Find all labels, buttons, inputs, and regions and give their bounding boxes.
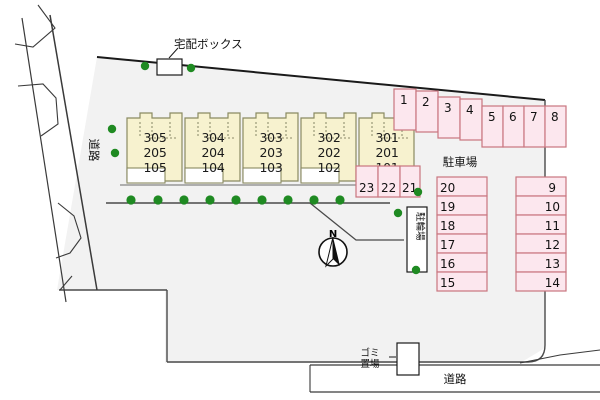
road-bottom-label: 道路 bbox=[444, 372, 467, 386]
parking-stall-label: 1 bbox=[400, 93, 408, 107]
parking-stall-label: 19 bbox=[440, 200, 455, 214]
garbage-area-label-line2: 置場 bbox=[360, 358, 380, 370]
parking-stall-label: 15 bbox=[440, 276, 455, 290]
parking-stall-label: 12 bbox=[545, 238, 560, 252]
unit-floor2-label: 205 bbox=[144, 145, 167, 160]
parking-stall-label: 5 bbox=[488, 110, 496, 124]
garbage-area-shape bbox=[396, 342, 420, 376]
parking-left-column: 20 19 18 17 16 15 bbox=[436, 176, 488, 292]
unit-floor2-label: 204 bbox=[202, 145, 225, 160]
delivery-box-label: 宅配ボックス bbox=[174, 37, 243, 51]
parking-stall-label: 11 bbox=[545, 219, 560, 233]
parking-top-row: 1 2 3 4 5 6 7 8 bbox=[393, 88, 567, 148]
parking-stall[interactable]: 7 bbox=[523, 105, 546, 148]
unit-floor1-label: 104 bbox=[202, 160, 225, 175]
compass-needle-east-half bbox=[333, 237, 340, 266]
compass-needle-west-half bbox=[325, 236, 334, 268]
parking-right-column: 9 10 11 12 13 14 bbox=[515, 176, 567, 292]
parking-stall[interactable]: 18 bbox=[436, 214, 488, 235]
road-left-label: 道路 bbox=[87, 139, 101, 162]
parking-stall[interactable]: 20 bbox=[436, 176, 488, 197]
parking-stall[interactable]: 14 bbox=[515, 271, 567, 292]
parking-mid-row: 23 22 21 bbox=[355, 165, 421, 198]
parking-stall[interactable]: 1 bbox=[393, 88, 417, 131]
parking-stall-label: 22 bbox=[381, 181, 396, 195]
parking-stall[interactable]: 2 bbox=[415, 90, 439, 133]
parking-stall-label: 18 bbox=[440, 219, 455, 233]
bicycle-parking: 駐輪場 bbox=[406, 206, 428, 273]
garbage-area-label-line1: ゴミ bbox=[360, 347, 379, 359]
parking-stall-label: 8 bbox=[551, 110, 559, 124]
parking-stall[interactable]: 23 bbox=[355, 165, 379, 198]
unit-floor1-label: 105 bbox=[144, 160, 167, 175]
parking-stall-label: 23 bbox=[359, 181, 374, 195]
parking-stall-label: 13 bbox=[545, 257, 560, 271]
building-unit-303: 303 203 103 bbox=[242, 112, 299, 184]
parking-lot-label: 駐車場 bbox=[443, 155, 478, 169]
neighbour-plot-line-1 bbox=[14, 4, 56, 48]
parking-stall-label: 10 bbox=[545, 200, 560, 214]
neighbour-plot-line-2 bbox=[17, 83, 59, 137]
parking-stall-label: 7 bbox=[530, 110, 538, 124]
unit-floor2-label: 201 bbox=[376, 145, 399, 160]
delivery-box-shape bbox=[156, 58, 183, 76]
parking-stall[interactable]: 22 bbox=[377, 165, 401, 198]
parking-stall-label: 2 bbox=[422, 95, 430, 109]
building-unit-302: 302 202 102 bbox=[300, 112, 357, 184]
parking-stall[interactable]: 17 bbox=[436, 233, 488, 254]
delivery-box-leader-line bbox=[168, 47, 179, 59]
parking-stall-label: 20 bbox=[440, 181, 455, 195]
building-unit-304: 304 204 104 bbox=[184, 112, 241, 184]
parking-stall[interactable]: 4 bbox=[459, 98, 483, 141]
planting-dots bbox=[107, 61, 423, 275]
parking-stall-label: 9 bbox=[548, 181, 556, 195]
parking-stall[interactable]: 10 bbox=[515, 195, 567, 216]
unit-floor1-label: 103 bbox=[260, 160, 283, 175]
bicycle-parking-label: 駐輪場 bbox=[414, 212, 426, 241]
road-left-west-edge bbox=[21, 17, 67, 303]
unit-floor3-label: 301 bbox=[376, 130, 399, 145]
parking-stall-label: 17 bbox=[440, 238, 455, 252]
parking-stall[interactable]: 15 bbox=[436, 271, 488, 292]
site-boundary-right bbox=[167, 100, 546, 363]
unit-floor3-label: 302 bbox=[318, 130, 341, 145]
unit-floor3-label: 304 bbox=[202, 130, 225, 145]
unit-floor3-label: 303 bbox=[260, 130, 283, 145]
unit-floor2-label: 203 bbox=[260, 145, 283, 160]
parking-stall[interactable]: 3 bbox=[437, 96, 461, 139]
parking-stall-label: 14 bbox=[545, 276, 560, 290]
parking-stall-label: 21 bbox=[402, 181, 417, 195]
unit-floor1-label: 102 bbox=[318, 160, 341, 175]
neighbour-plot-line-3 bbox=[55, 202, 82, 259]
parking-stall[interactable]: 13 bbox=[515, 252, 567, 273]
parking-stall[interactable]: 12 bbox=[515, 233, 567, 254]
parking-stall[interactable]: 11 bbox=[515, 214, 567, 235]
parking-stall-label: 16 bbox=[440, 257, 455, 271]
road-left-east-edge bbox=[49, 14, 98, 291]
parking-stall[interactable]: 9 bbox=[515, 176, 567, 197]
compass-north-label: N bbox=[329, 229, 337, 240]
building-unit-305: 305 205 105 bbox=[126, 112, 183, 184]
parking-stall[interactable]: 5 bbox=[481, 105, 504, 148]
neighbour-plot-line-4 bbox=[59, 275, 73, 291]
parking-stall[interactable]: 6 bbox=[502, 105, 525, 148]
unit-floor2-label: 202 bbox=[318, 145, 341, 160]
garbage-area: ゴミ 置場 bbox=[360, 342, 420, 376]
site-internal-edge bbox=[309, 202, 404, 241]
unit-floor3-label: 305 bbox=[144, 130, 167, 145]
parking-stall[interactable]: 8 bbox=[544, 105, 567, 148]
compass-rose: N bbox=[318, 229, 348, 268]
road-bottom-corner-line bbox=[519, 349, 600, 364]
parking-stall-label: 4 bbox=[466, 103, 474, 117]
parking-stall[interactable]: 19 bbox=[436, 195, 488, 216]
parking-stall[interactable]: 16 bbox=[436, 252, 488, 273]
parking-stall-label: 6 bbox=[509, 110, 517, 124]
parking-stall-label: 3 bbox=[444, 101, 452, 115]
